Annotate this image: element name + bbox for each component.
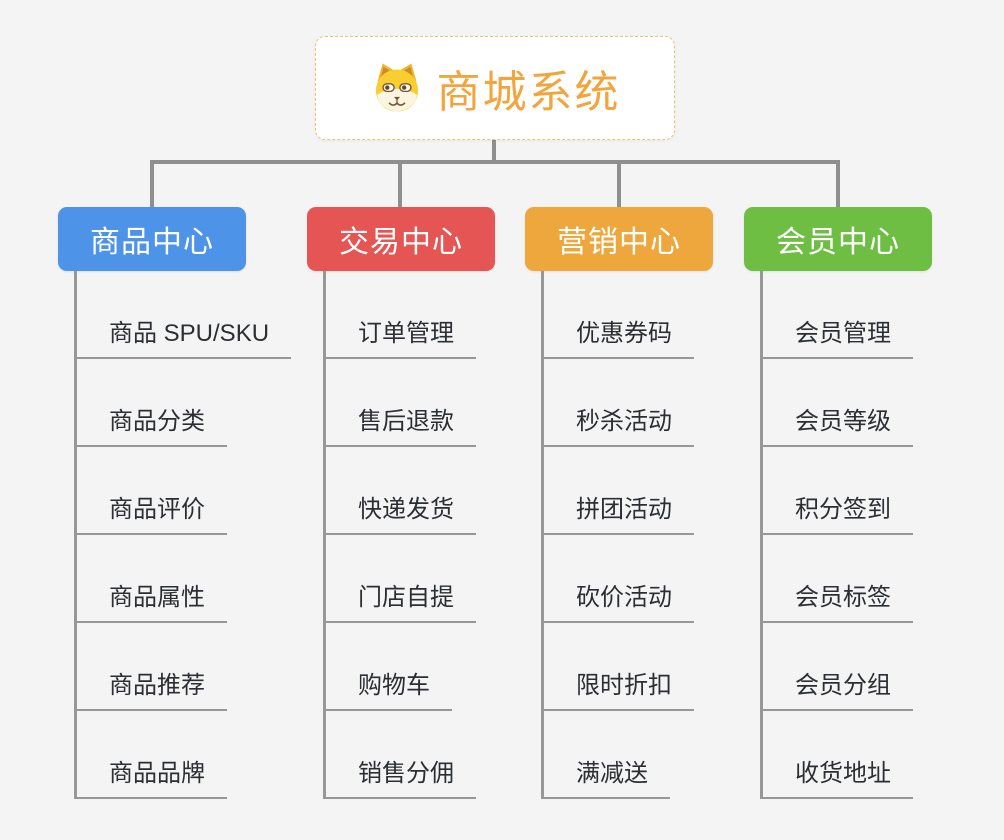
branch-label: 商品中心	[90, 226, 214, 259]
leaf-node[interactable]: 优惠券码	[544, 271, 694, 359]
leaf-node[interactable]: 商品评价	[77, 447, 227, 535]
branch-node-member-center[interactable]: 会员中心	[744, 207, 932, 271]
leaf-node[interactable]: 销售分佣	[326, 711, 476, 799]
leaf-node[interactable]: 商品属性	[77, 535, 227, 623]
branch-label: 营销中心	[557, 226, 681, 259]
branch-label: 会员中心	[776, 226, 900, 259]
branch-node-trade-center[interactable]: 交易中心	[307, 207, 495, 271]
branch-bus-connector	[150, 160, 840, 164]
branch-node-marketing-center[interactable]: 营销中心	[525, 207, 713, 271]
leaf-node[interactable]: 收货地址	[763, 711, 913, 799]
branch-children: 会员管理 会员等级 积分签到 会员标签 会员分组 收货地址	[760, 271, 913, 799]
leaf-node[interactable]: 满减送	[544, 711, 670, 799]
leaf-node[interactable]: 商品推荐	[77, 623, 227, 711]
branch-member-center: 会员中心 会员管理 会员等级 积分签到 会员标签 会员分组 收货地址	[744, 207, 932, 799]
leaf-node[interactable]: 快递发货	[326, 447, 476, 535]
branch-trade-center: 交易中心 订单管理 售后退款 快递发货 门店自提 购物车 销售分佣	[307, 207, 495, 799]
leaf-node[interactable]: 限时折扣	[544, 623, 694, 711]
branch-children: 优惠券码 秒杀活动 拼团活动 砍价活动 限时折扣 满减送	[541, 271, 694, 799]
leaf-node[interactable]: 售后退款	[326, 359, 476, 447]
root-node[interactable]: 商城系统	[315, 36, 675, 140]
branch-children: 商品 SPU/SKU 商品分类 商品评价 商品属性 商品推荐 商品品牌	[74, 271, 292, 799]
leaf-node[interactable]: 订单管理	[326, 271, 476, 359]
leaf-node[interactable]: 秒杀活动	[544, 359, 694, 447]
leaf-node[interactable]: 商品分类	[77, 359, 227, 447]
drop-connector	[617, 160, 621, 207]
drop-connector	[836, 160, 840, 207]
leaf-node[interactable]: 拼团活动	[544, 447, 694, 535]
root-stem-connector	[492, 140, 496, 164]
drop-connector	[398, 160, 402, 207]
leaf-node[interactable]: 会员管理	[763, 271, 913, 359]
leaf-node[interactable]: 购物车	[326, 623, 452, 711]
root-title: 商城系统	[436, 68, 621, 117]
branch-marketing-center: 营销中心 优惠券码 秒杀活动 拼团活动 砍价活动 限时折扣 满减送	[525, 207, 713, 799]
branch-label: 交易中心	[339, 226, 463, 259]
dog-face-icon	[375, 63, 418, 112]
leaf-node[interactable]: 会员分组	[763, 623, 913, 711]
leaf-node[interactable]: 会员标签	[763, 535, 913, 623]
leaf-node[interactable]: 砍价活动	[544, 535, 694, 623]
leaf-node[interactable]: 会员等级	[763, 359, 913, 447]
leaf-node[interactable]: 门店自提	[326, 535, 476, 623]
branch-product-center: 商品中心 商品 SPU/SKU 商品分类 商品评价 商品属性 商品推荐 商品品牌	[58, 207, 292, 799]
branch-node-product-center[interactable]: 商品中心	[58, 207, 246, 271]
branch-children: 订单管理 售后退款 快递发货 门店自提 购物车 销售分佣	[323, 271, 476, 799]
leaf-node[interactable]: 商品品牌	[77, 711, 227, 799]
leaf-node[interactable]: 积分签到	[763, 447, 913, 535]
drop-connector	[150, 160, 154, 207]
leaf-node[interactable]: 商品 SPU/SKU	[77, 271, 292, 359]
